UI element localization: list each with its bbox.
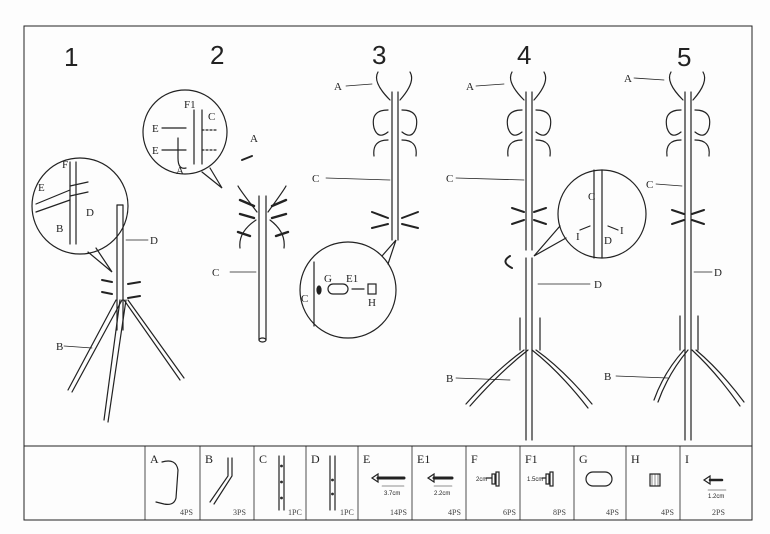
part-g-cap-icon — [585, 471, 613, 487]
part-e-letter: E — [363, 452, 370, 466]
step-3-illustration — [299, 71, 419, 339]
step-3-labels: A C G E1 C H — [301, 81, 376, 309]
step-2-detail-circle — [142, 89, 228, 175]
step-1-label-b: B — [56, 341, 63, 353]
part-a-letter: A — [150, 452, 159, 466]
step-1-label-d-detail: D — [86, 207, 94, 219]
step-1-detail-circle — [31, 157, 129, 255]
step-4-label-b: B — [446, 373, 453, 385]
part-i-qty: 2PS — [712, 508, 725, 517]
part-e-qty: 14PS — [390, 508, 407, 517]
part-b-leg-icon — [209, 457, 233, 505]
step-3-label-c-detail: C — [301, 293, 308, 305]
part-i-screw-icon — [702, 474, 727, 491]
part-e1-screw-icon — [426, 472, 454, 487]
step-4-label-d-detail: D — [604, 235, 612, 247]
part-e-dim: 3.7cm — [384, 491, 400, 497]
step-2-label-c: C — [212, 267, 219, 279]
part-e1-letter: E1 — [417, 452, 430, 466]
step-2-label-a-detail: A — [176, 165, 184, 177]
part-f1-qty: 8PS — [553, 508, 566, 517]
step-2-label-f1: F1 — [184, 99, 196, 111]
part-e1-qty: 4PS — [448, 508, 461, 517]
part-f1-dim: 1.5cm — [527, 477, 543, 483]
step-5-label-a: A — [624, 73, 632, 85]
step-3-number: 3 — [372, 40, 386, 70]
step-3-label-g: G — [324, 273, 332, 285]
step-4-illustration — [455, 71, 647, 441]
part-g-letter: G — [579, 452, 588, 466]
part-d-letter: D — [311, 452, 320, 466]
step-1-label-b-detail: B — [56, 223, 63, 235]
step-4-label-a: A — [466, 81, 474, 93]
part-d-qty: 1PC — [340, 508, 354, 517]
step-1-label-f: F — [62, 159, 68, 171]
step-2-label-a: A — [250, 133, 258, 145]
part-f-letter: F — [471, 452, 478, 466]
step-1-illustration — [31, 157, 185, 423]
step-2-label-e-top: E — [152, 123, 159, 135]
part-i-letter: I — [685, 452, 689, 466]
step-2-label-c-detail: C — [208, 111, 215, 123]
step-3-label-a: A — [334, 81, 342, 93]
part-a-hook-icon — [155, 460, 179, 505]
step-5-label-d: D — [714, 267, 722, 279]
step-5-label-c: C — [646, 179, 653, 191]
part-c-pole-icon — [278, 455, 285, 511]
part-h-nut-icon — [649, 473, 661, 487]
step-4-label-i-left: I — [576, 231, 580, 243]
step-1-number: 1 — [64, 42, 78, 72]
step-5-labels: A C D B — [604, 73, 722, 383]
step-4-number: 4 — [517, 40, 531, 70]
part-f-qty: 6PS — [503, 508, 516, 517]
step-3-detail-circle — [299, 241, 397, 339]
step-3-label-e1: E1 — [346, 273, 358, 285]
part-b-qty: 3PS — [233, 508, 246, 517]
part-e-screw-icon — [370, 472, 406, 487]
step-5-number: 5 — [677, 42, 691, 72]
part-h-qty: 4PS — [661, 508, 674, 517]
sheet-border — [23, 25, 753, 521]
step-5-illustration — [615, 71, 745, 441]
step-5-label-b: B — [604, 371, 611, 383]
step-1-labels: F E B D D B — [38, 159, 158, 353]
step-1-label-e: E — [38, 182, 45, 194]
part-f1-bolt-icon — [541, 471, 554, 487]
step-4-labels: A C C I I D D B — [446, 81, 624, 385]
part-f-bolt-icon — [485, 471, 500, 487]
part-d-pole-icon — [329, 455, 336, 511]
part-f1-letter: F1 — [525, 452, 538, 466]
part-e1-dim: 2.2cm — [434, 491, 450, 497]
part-i-dim: 1.2cm — [708, 494, 724, 500]
step-1-label-d: D — [150, 235, 158, 247]
part-h-letter: H — [631, 452, 640, 466]
step-3-label-c: C — [312, 173, 319, 185]
part-c-letter: C — [259, 452, 267, 466]
step-2-labels: F1 C E E A A C — [152, 99, 258, 279]
step-2-label-e-bottom: E — [152, 145, 159, 157]
step-4-label-d: D — [594, 279, 602, 291]
step-2-illustration — [142, 89, 290, 343]
step-4-label-c: C — [446, 173, 453, 185]
part-g-qty: 4PS — [606, 508, 619, 517]
part-a-qty: 4PS — [180, 508, 193, 517]
step-2-number: 2 — [210, 40, 224, 70]
part-c-qty: 1PC — [288, 508, 302, 517]
parts-table — [144, 445, 681, 521]
part-f-dim: 2cm — [476, 477, 487, 483]
step-4-label-c-detail: C — [588, 191, 595, 203]
part-b-letter: B — [205, 452, 213, 466]
step-4-label-i-right: I — [620, 225, 624, 237]
step-3-label-h: H — [368, 297, 376, 309]
